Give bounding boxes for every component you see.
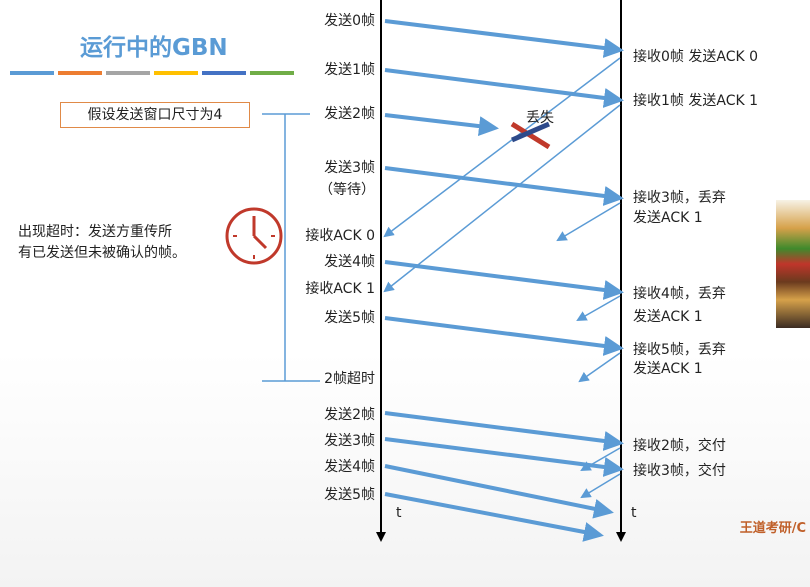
color-bar-segment — [10, 71, 54, 75]
color-bar-segment — [154, 71, 198, 75]
receiver-label-recv-2-deliver: 接收2帧，交付 — [633, 438, 726, 454]
timeout-note-line-1: 出现超时：发送方重传所 — [18, 224, 172, 240]
sender-label-resend-2: 发送2帧 — [324, 407, 375, 423]
frame-0-arrow — [384, 19, 624, 58]
receiver-label-recv-0: 接收0帧 发送ACK 0 — [633, 49, 759, 65]
lost-cross-icon — [510, 121, 551, 150]
sender-label-timeout-2: 2帧超时 — [324, 371, 375, 387]
frame-4-retx-arrow — [384, 464, 614, 519]
sender-label-resend-4: 发送4帧 — [324, 459, 375, 475]
receiver-label-recv-4-discard: 接收4帧，丢弃 — [633, 286, 726, 302]
sender-label-resend-3: 发送3帧 — [324, 433, 375, 449]
frame-2-lost-arrow — [384, 113, 499, 137]
page-title: 运行中的GBN — [80, 35, 228, 61]
lost-label: 丢失 — [526, 110, 554, 126]
frame-2-retx-arrow — [384, 411, 624, 451]
sender-time-label: t — [396, 505, 402, 521]
timeout-note-line-2: 有已发送但未被确认的帧。 — [18, 245, 186, 261]
frame-1-arrow — [384, 68, 624, 108]
frame-3-arrow — [384, 166, 624, 206]
ack-1-arrow — [383, 104, 621, 293]
frame-4-arrow — [384, 260, 624, 300]
sender-label-resend-5: 发送5帧 — [324, 487, 375, 503]
ack-0-arrow — [383, 57, 621, 238]
color-bar-segment — [250, 71, 294, 75]
receiver-label-ack-1-a: 发送ACK 1 — [633, 210, 703, 226]
frame-5-arrow — [384, 316, 624, 356]
timeout-note: 出现超时：发送方重传所 有已发送但未被确认的帧。 — [18, 222, 223, 264]
receiver-label-recv-5-discard: 接收5帧，丢弃 — [633, 342, 726, 358]
window-size-note: 假设发送窗口尺寸为4 — [60, 102, 250, 128]
receiver-label-ack-1-b: 发送ACK 1 — [633, 309, 703, 325]
color-bar — [10, 71, 294, 75]
receiver-label-ack-1-c: 发送ACK 1 — [633, 361, 703, 377]
clock-icon — [225, 207, 283, 265]
ack-3-arrow — [580, 473, 621, 499]
sender-label-send-4: 发送4帧 — [324, 254, 375, 270]
receiver-time-label: t — [631, 505, 637, 521]
receiver-label-recv-1: 接收1帧 发送ACK 1 — [633, 93, 759, 109]
sender-label-waiting: （等待） — [319, 182, 375, 198]
color-bar-segment — [106, 71, 150, 75]
ack-1-dup-arrow-3 — [578, 352, 621, 383]
color-bar-segment — [202, 71, 246, 75]
sender-label-send-1: 发送1帧 — [324, 62, 375, 78]
sender-label-send-2: 发送2帧 — [324, 106, 375, 122]
ack-2-arrow — [580, 447, 621, 472]
sender-label-send-3: 发送3帧 — [324, 160, 375, 176]
sender-label-recv-ack-1: 接收ACK 1 — [305, 281, 375, 297]
sender-label-send-5: 发送5帧 — [324, 310, 375, 326]
sender-label-recv-ack-0: 接收ACK 0 — [305, 228, 375, 244]
ack-1-dup-arrow-1 — [556, 202, 621, 242]
credit-watermark: 王道考研/C — [739, 521, 806, 536]
receiver-label-recv-3-deliver: 接收3帧，交付 — [633, 463, 726, 479]
sender-label-send-0: 发送0帧 — [324, 13, 375, 29]
color-bar-segment — [58, 71, 102, 75]
burger-photo — [776, 200, 810, 328]
ack-1-dup-arrow-2 — [576, 295, 621, 322]
receiver-label-recv-3-discard: 接收3帧，丢弃 — [633, 190, 726, 206]
frame-3-retx-arrow — [384, 437, 624, 477]
frame-5-retx-arrow — [384, 492, 604, 542]
